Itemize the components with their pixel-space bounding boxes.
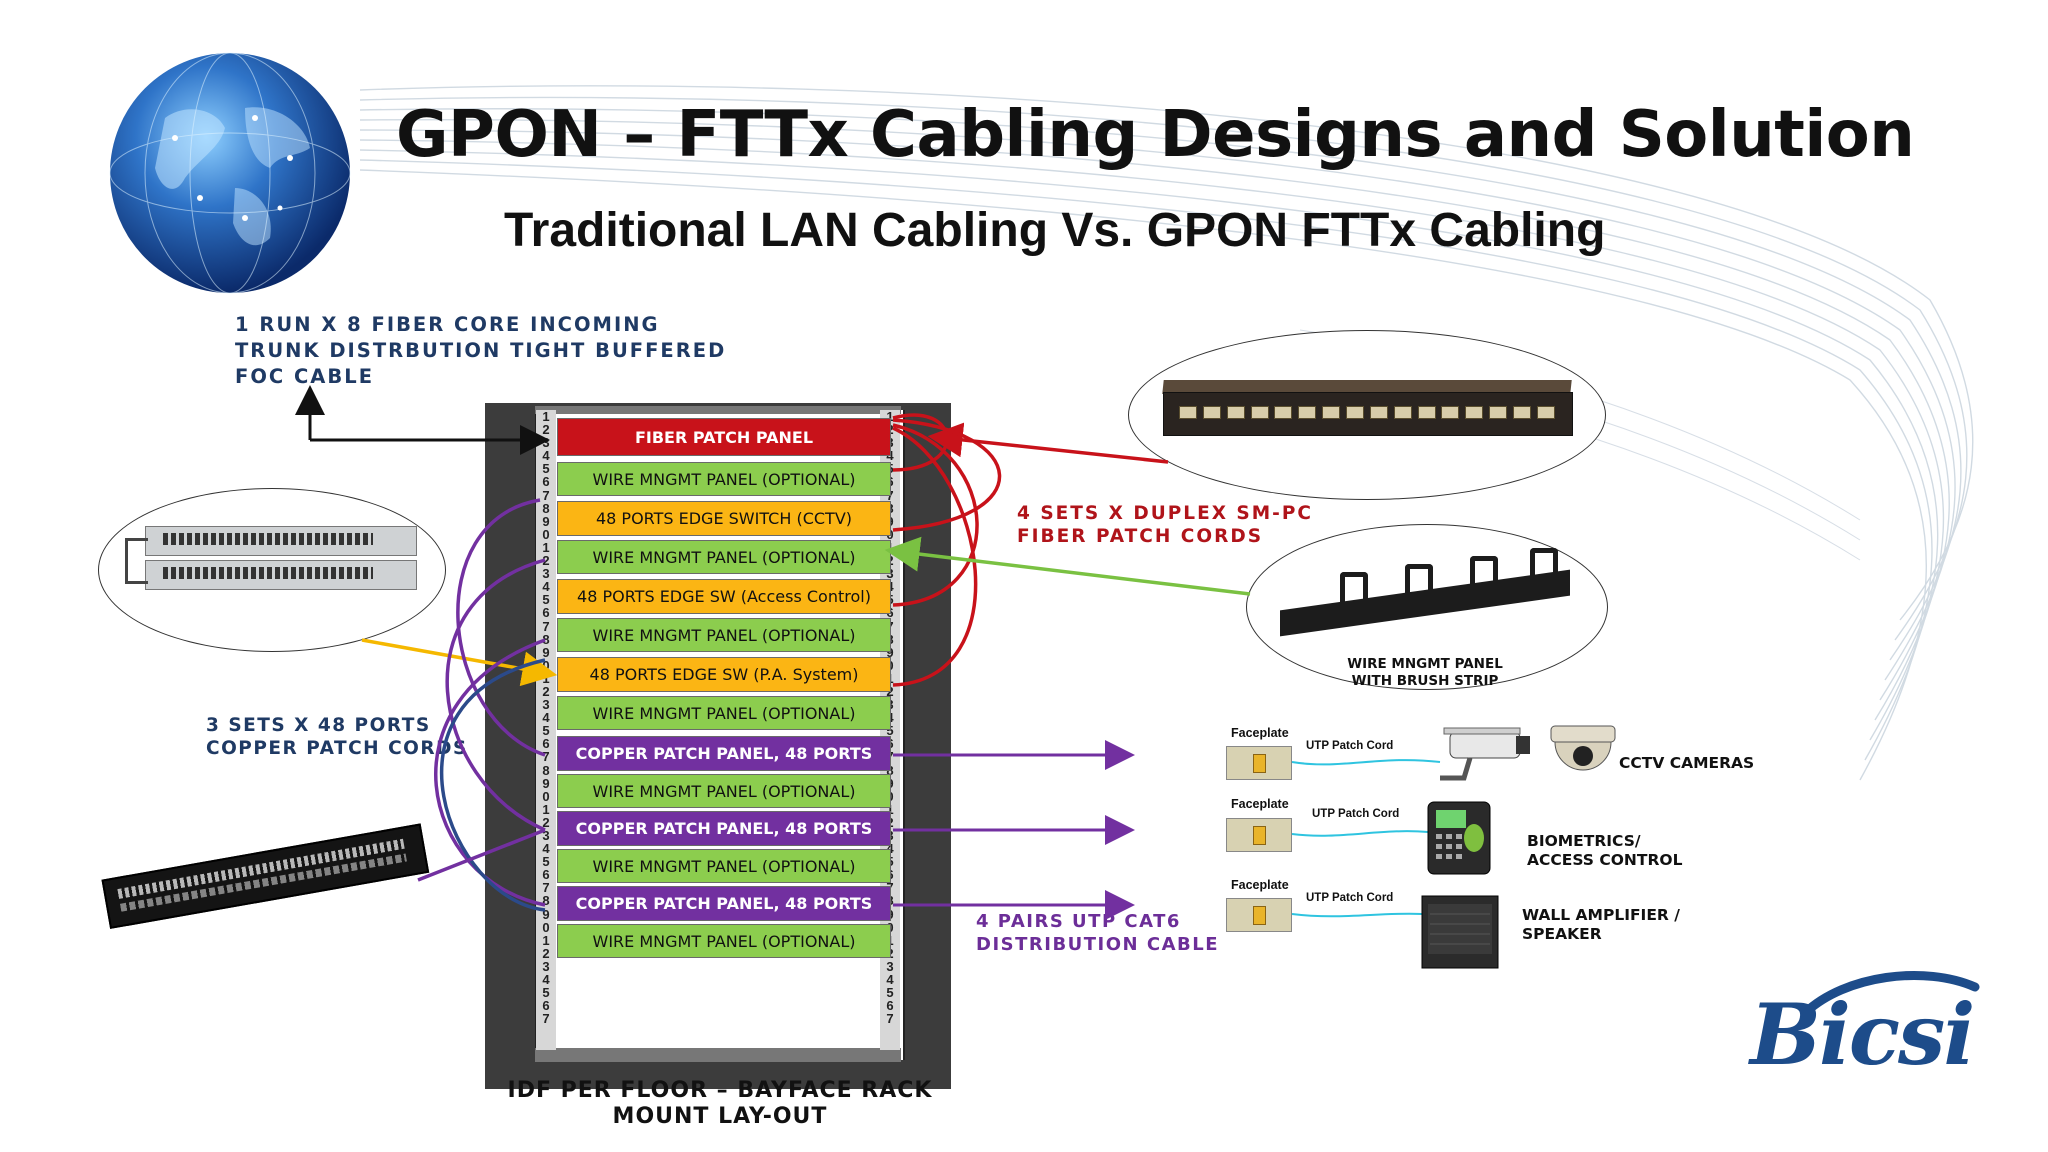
rack-rail-left: 1 2 3 4 5 6 7 8 9 0 1 2 3 4 5 6 7 8 9 0 … (536, 410, 556, 1050)
rack-slot-copper-patch-panel[interactable]: COPPER PATCH PANEL, 48 PORTS (557, 811, 891, 846)
utp-patch-cord-label: UTP Patch Cord (1312, 808, 1400, 820)
cctv-dome-camera-icon (1550, 725, 1616, 771)
rack-slot-edge-switch-cctv[interactable]: 48 PORTS EDGE SWITCH (CCTV) (557, 501, 891, 536)
rack-slot-wire-mngmt[interactable]: WIRE MNGMT PANEL (OPTIONAL) (557, 540, 891, 574)
globe-icon (109, 52, 351, 294)
biometrics-label: BIOMETRICS/ ACCESS CONTROL (1527, 832, 1683, 869)
wall-amplifier-label: WALL AMPLIFIER / SPEAKER (1522, 906, 1680, 943)
page-title: GPON – FTTx Cabling Designs and Solution (396, 98, 1915, 172)
utp-patch-cords (1291, 759, 1441, 918)
fiber-panel-arrow (927, 422, 1169, 464)
rack-slot-fiber-patch-panel[interactable]: FIBER PATCH PANEL (557, 418, 891, 456)
faceplate-icon (1226, 818, 1292, 852)
incoming-trunk-label: 1 RUN X 8 FIBER CORE INCOMING TRUNK DIST… (235, 313, 727, 388)
wire-mngmt-panel-image (1280, 548, 1570, 642)
rack-slot-wire-mngmt[interactable]: WIRE MNGMT PANEL (OPTIONAL) (557, 618, 891, 652)
rack-bottom-bar (535, 1048, 901, 1062)
wall-amplifier-icon (1421, 895, 1499, 969)
rack-slot-wire-mngmt[interactable]: WIRE MNGMT PANEL (OPTIONAL) (557, 849, 891, 883)
fiber-panel-ports (1177, 400, 1557, 424)
faceplate-icon (1226, 746, 1292, 780)
rack-slot-wire-mngmt[interactable]: WIRE MNGMT PANEL (OPTIONAL) (557, 696, 891, 730)
utp-distribution-arrows (893, 740, 1135, 920)
rack-caption: IDF PER FLOOR – BAYFACE RACK MOUNT LAY-O… (507, 1078, 933, 1129)
rack-slot-copper-patch-panel[interactable]: COPPER PATCH PANEL, 48 PORTS (557, 886, 891, 921)
faceplate-label: Faceplate (1231, 726, 1289, 740)
utp-patch-cord-label: UTP Patch Cord (1306, 892, 1394, 904)
cctv-bullet-camera-icon (1440, 727, 1530, 781)
wire-panel-arrow (884, 536, 1251, 596)
rack-slot-edge-switch-access[interactable]: 48 PORTS EDGE SW (Access Control) (557, 579, 891, 614)
faceplate-icon (1226, 898, 1292, 932)
utp-patch-cord-label: UTP Patch Cord (1306, 740, 1394, 752)
cctv-label: CCTV CAMERAS (1619, 754, 1755, 772)
edge-switch-image (125, 526, 417, 592)
bicsi-logo-arc (1800, 970, 1980, 1015)
rack-slot-wire-mngmt[interactable]: WIRE MNGMT PANEL (OPTIONAL) (557, 462, 891, 496)
copper-patch-cords-label: 3 SETS X 48 PORTS COPPER PATCH CORDS (206, 715, 468, 759)
faceplate-label: Faceplate (1231, 878, 1289, 892)
wire-panel-label: WIRE MNGMT PANEL WITH BRUSH STRIP (1347, 656, 1503, 689)
biometric-reader-icon (1427, 801, 1491, 875)
rack-slot-edge-switch-pa[interactable]: 48 PORTS EDGE SW (P.A. System) (557, 657, 891, 692)
rack-slot-copper-patch-panel[interactable]: COPPER PATCH PANEL, 48 PORTS (557, 736, 891, 771)
page-subtitle: Traditional LAN Cabling Vs. GPON FTTx Ca… (504, 204, 1606, 257)
fiber-patch-cords-label: 4 SETS X DUPLEX SM-PC FIBER PATCH CORDS (1017, 503, 1313, 547)
rack-top-bar (535, 406, 901, 414)
rack-slot-wire-mngmt[interactable]: WIRE MNGMT PANEL (OPTIONAL) (557, 924, 891, 958)
copper-patch-cords (417, 498, 546, 912)
fiber-patch-panel-image (1162, 380, 1573, 442)
fiber-patch-cords (892, 413, 1002, 687)
faceplate-label: Faceplate (1231, 797, 1289, 811)
rack-slot-wire-mngmt[interactable]: WIRE MNGMT PANEL (OPTIONAL) (557, 774, 891, 808)
bicsi-logo: Bicsi (1750, 985, 1975, 1084)
